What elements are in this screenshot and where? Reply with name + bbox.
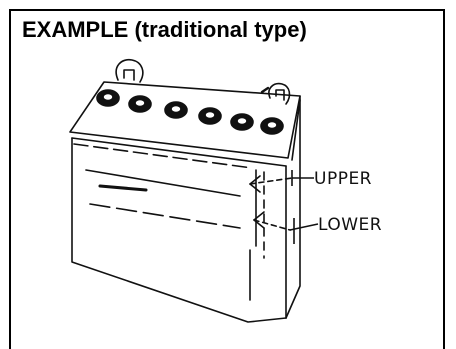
cell-cap [198, 107, 222, 125]
cell-cap [128, 95, 152, 113]
figure-title: EXAMPLE (traditional type) [22, 17, 307, 42]
figure-frame [9, 9, 445, 349]
battery-lid-rim [71, 137, 287, 167]
battery-front-face [71, 137, 287, 323]
cell-cap [164, 101, 188, 119]
upper-level-label: UPPER [314, 169, 372, 189]
cell-cap [260, 117, 284, 135]
cell-cap [96, 89, 120, 107]
battery-illustration: UPPER LOWER [69, 58, 382, 323]
positive-terminal [268, 82, 291, 105]
cell-cap [230, 113, 254, 131]
negative-terminal [115, 58, 144, 83]
cell-caps [96, 89, 284, 135]
battery-side-face [285, 95, 301, 319]
lower-level-label: LOWER [318, 215, 382, 235]
